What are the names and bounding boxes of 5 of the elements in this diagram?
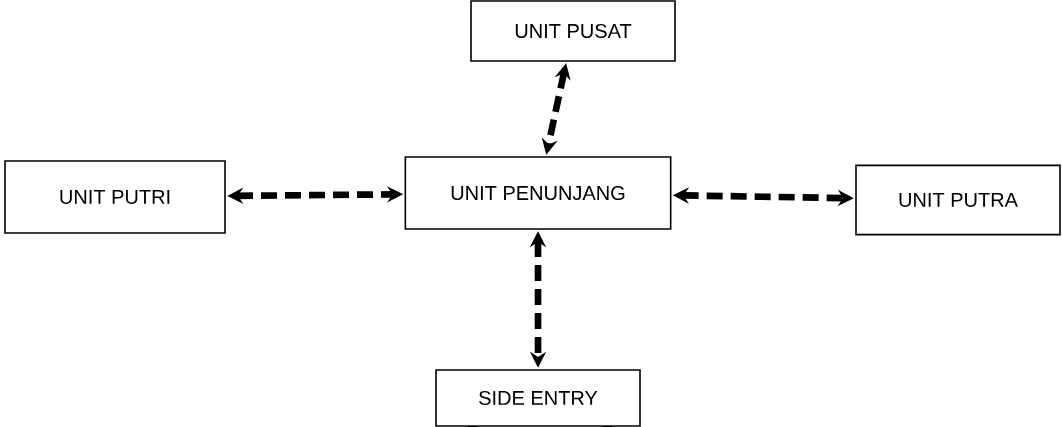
unit-box: UNIT PENUNJANG [404,156,672,230]
unit-box: UNIT PUTRI [4,160,226,234]
unit-box: UNIT PUTRA [855,164,1061,236]
unit-box: SIDE ENTRY [435,369,641,427]
unit-box: UNIT PUSAT [470,0,676,62]
